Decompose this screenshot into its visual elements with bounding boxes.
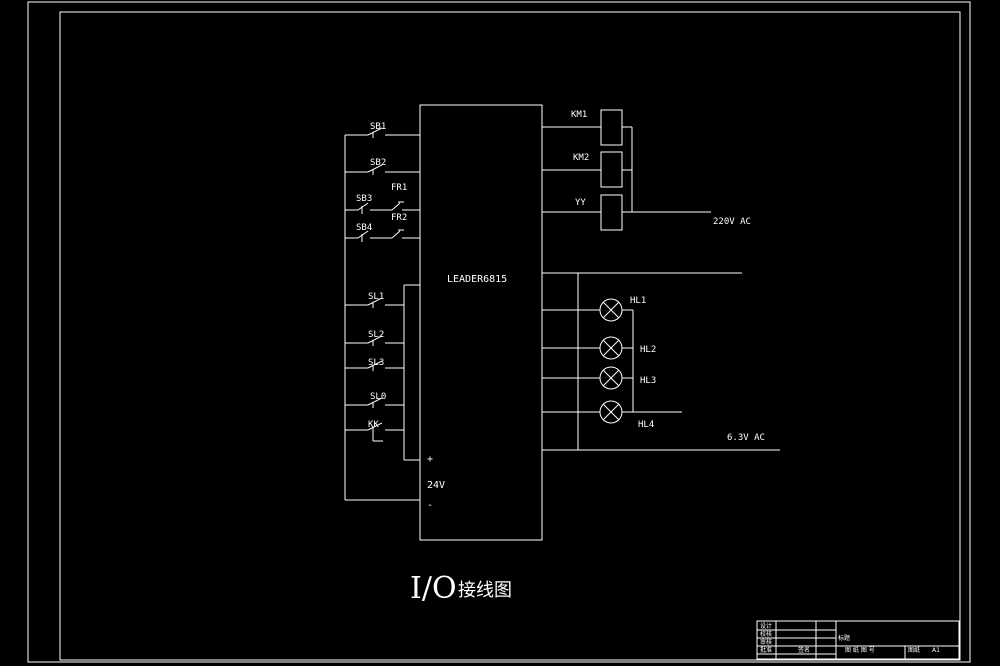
coil-km1: KM1	[542, 109, 632, 146]
switch-sb3-fr1: SB3 FR1	[345, 183, 420, 214]
switch-sb4-fr2: SB4 FR2	[345, 213, 420, 242]
label-km2: KM2	[573, 153, 589, 163]
outer-border	[27, 1, 971, 663]
tb-dept: 图 纸 图 号	[845, 646, 875, 654]
label-sl2: SL2	[368, 330, 384, 340]
supply-voltage: 24V	[427, 480, 445, 491]
label-km1: KM1	[571, 110, 587, 120]
label-sl0: SL0	[370, 392, 386, 402]
label-sl1: SL1	[368, 292, 384, 302]
switch-sl2: SL2	[345, 330, 404, 346]
coil-yy: YY	[542, 194, 711, 231]
label-hl4: HL4	[638, 420, 654, 430]
lamp-wiring	[542, 272, 780, 451]
lamp-hl3: HL3	[542, 366, 656, 390]
tb-size: A1	[932, 647, 940, 654]
plc-block	[419, 104, 543, 541]
tb-sign: 签名	[798, 646, 810, 654]
label-6-3v-ac: 6.3V AC	[727, 433, 765, 443]
label-220v-ac: 220V AC	[713, 217, 751, 227]
label-hl3: HL3	[640, 376, 656, 386]
tb-sheet: 图纸	[908, 646, 920, 654]
plc-name: LEADER6815	[447, 274, 507, 285]
tb-mark: 标题	[838, 634, 850, 642]
label-sb3: SB3	[356, 194, 372, 204]
label-yy: YY	[575, 198, 586, 208]
switch-sb2: SB2	[345, 158, 420, 175]
input-wiring	[344, 134, 420, 501]
label-fr2: FR2	[391, 213, 407, 223]
drawing-title-sub: 接线图	[458, 580, 512, 601]
supply-minus: -	[427, 500, 433, 511]
lamp-hl1: HL1	[542, 296, 646, 322]
label-sb2: SB2	[370, 158, 386, 168]
label-hl2: HL2	[640, 345, 656, 355]
label-kk: KK	[368, 420, 379, 430]
coil-km2: KM2	[542, 151, 632, 188]
lamp-hl2: HL2	[542, 336, 656, 360]
switch-sl3: SL3	[345, 358, 404, 371]
switch-sl1: SL1	[345, 292, 404, 308]
title-block: 设计 校核 审核 批准 签名 标题 图 纸 图 号 图纸 A1	[756, 620, 960, 660]
label-hl1: HL1	[630, 296, 646, 306]
switch-kk: KK	[345, 420, 404, 442]
label-fr1: FR1	[391, 183, 407, 193]
tb-review: 审核	[760, 638, 772, 646]
tb-design: 设计	[760, 622, 772, 630]
switch-sl0: SL0	[345, 392, 404, 408]
tb-check: 校核	[760, 630, 772, 638]
tb-approve: 批准	[760, 646, 772, 654]
inner-border	[59, 11, 961, 661]
switch-sb1: SB1	[345, 122, 420, 138]
drawing-title: I/O	[410, 571, 457, 606]
label-sb1: SB1	[370, 122, 386, 132]
label-sl3: SL3	[368, 358, 384, 368]
label-sb4: SB4	[356, 223, 372, 233]
supply-plus: +	[427, 454, 433, 465]
lamp-hl4: HL4	[542, 400, 654, 430]
